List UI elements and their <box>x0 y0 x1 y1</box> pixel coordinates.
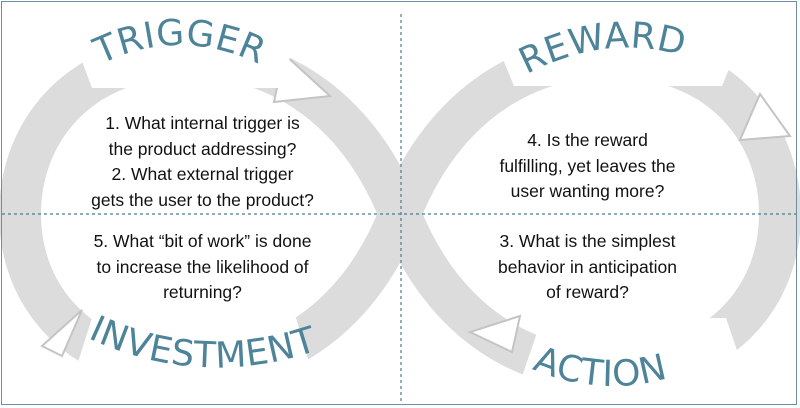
trigger-question-line: gets the user to the product? <box>91 189 314 210</box>
action-question-line: behavior in anticipation <box>497 256 677 277</box>
reward-label-panel <box>484 13 752 86</box>
investment-question-line: returning? <box>163 282 242 302</box>
trigger-questions: 1. What internal trigger is the product … <box>45 111 360 213</box>
action-question-line: of reward? <box>546 282 629 302</box>
action-question-line: 3. What is the simplest <box>499 231 676 251</box>
arrowhead-action <box>467 314 522 354</box>
arrowhead-investment <box>40 309 83 358</box>
arrowhead-reward <box>738 91 792 142</box>
reward-question-line: 4. Is the reward <box>527 130 648 150</box>
reward-question-line: fulfilling, yet leaves the <box>499 155 676 176</box>
reward-question-line: user wanting more? <box>510 181 665 201</box>
trigger-label-panel <box>64 13 308 88</box>
trigger-question-line: the product addressing? <box>108 138 297 159</box>
investment-questions: 5. What “bit of work” is done to increas… <box>45 229 360 306</box>
investment-question-line: to increase the likelihood of <box>96 256 309 277</box>
investment-question-line: 5. What “bit of work” is done <box>93 231 312 251</box>
action-label-panel <box>512 318 756 406</box>
reward-questions: 4. Is the reward fulfilling, yet leaves … <box>430 128 745 205</box>
action-questions: 3. What is the simplest behavior in anti… <box>430 229 745 306</box>
investment-label-panel <box>64 318 322 406</box>
trigger-question-line: 1. What internal trigger is <box>105 113 300 133</box>
trigger-question-line: 2. What external trigger <box>111 164 294 184</box>
